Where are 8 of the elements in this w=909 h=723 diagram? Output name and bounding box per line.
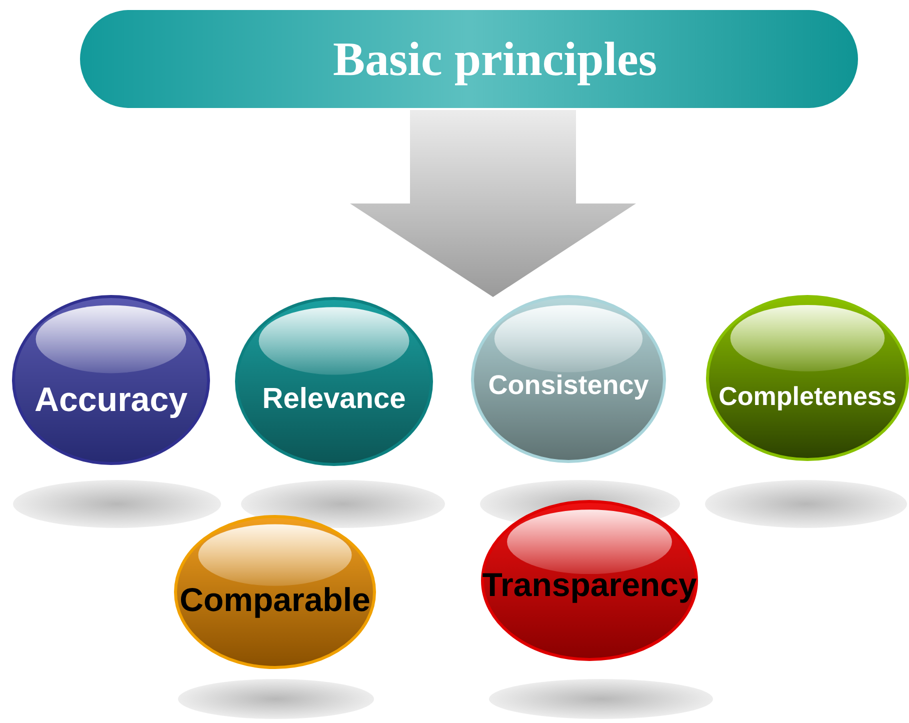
principle-label: Relevance xyxy=(262,383,406,416)
principle-label: Completeness xyxy=(718,380,896,412)
principle-label: Transparency xyxy=(482,566,697,604)
principle-label: Accuracy xyxy=(34,380,188,420)
principle-label: Comparable xyxy=(180,581,370,619)
principle-label: Consistency xyxy=(488,370,649,400)
title-text: Basic principles xyxy=(332,32,658,86)
block-arrow xyxy=(350,110,636,297)
